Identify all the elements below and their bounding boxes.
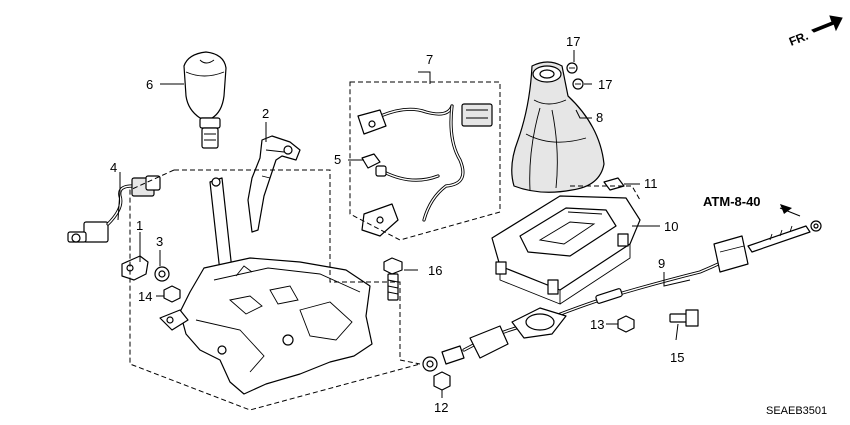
callout-17-upper: 17 <box>566 34 580 49</box>
nut-part-14 <box>163 285 181 303</box>
shift-lever-assembly <box>159 177 373 395</box>
park-pin-switch <box>121 255 149 281</box>
nut-part-12 <box>433 371 451 391</box>
shift-boot <box>511 61 605 193</box>
callout-12: 12 <box>434 400 448 415</box>
nut-part-13 <box>617 315 635 333</box>
callout-1: 1 <box>136 218 143 233</box>
callout-6: 6 <box>146 77 153 92</box>
shift-indicator-panel <box>491 195 641 305</box>
callout-13: 13 <box>590 317 604 332</box>
callout-15: 15 <box>670 350 684 365</box>
harness-group-outline <box>349 81 501 241</box>
reference-arrow-icon <box>780 204 792 214</box>
front-direction-indicator: FR. <box>787 15 843 49</box>
diagram-code: SEAEB3501 <box>766 405 827 417</box>
callout-5: 5 <box>334 152 341 167</box>
shift-indicator-harness <box>357 103 493 237</box>
bolt-part-16 <box>383 257 403 301</box>
leader-lines <box>117 50 801 398</box>
callout-16: 16 <box>428 263 442 278</box>
shift-lock-bracket <box>247 135 301 233</box>
callout-4: 4 <box>110 160 117 175</box>
screw-part-17-upper <box>566 62 578 74</box>
front-direction-label: FR. <box>787 29 810 49</box>
bushing-part-3 <box>154 266 170 282</box>
callout-9: 9 <box>658 256 665 271</box>
callout-8: 8 <box>596 110 603 125</box>
callout-10: 10 <box>664 219 678 234</box>
clip-part-5 <box>361 153 381 169</box>
shift-lock-solenoid <box>67 175 161 243</box>
callout-17-lower: 17 <box>598 77 612 92</box>
indicator-group-outline <box>570 185 641 201</box>
shift-cable <box>422 220 822 372</box>
bolt-part-15 <box>669 309 699 327</box>
callout-2: 2 <box>262 106 269 121</box>
callout-7: 7 <box>426 52 433 67</box>
callout-3: 3 <box>156 234 163 249</box>
shift-knob <box>183 51 227 149</box>
clip-part-11 <box>603 177 625 191</box>
callout-11: 11 <box>644 176 658 191</box>
callout-14: 14 <box>138 289 152 304</box>
screw-part-17-lower <box>572 78 584 90</box>
front-direction-arrow-icon <box>811 15 843 33</box>
shift-lever-group-outline <box>129 169 421 411</box>
reference-label: ATM-8-40 <box>703 194 761 209</box>
